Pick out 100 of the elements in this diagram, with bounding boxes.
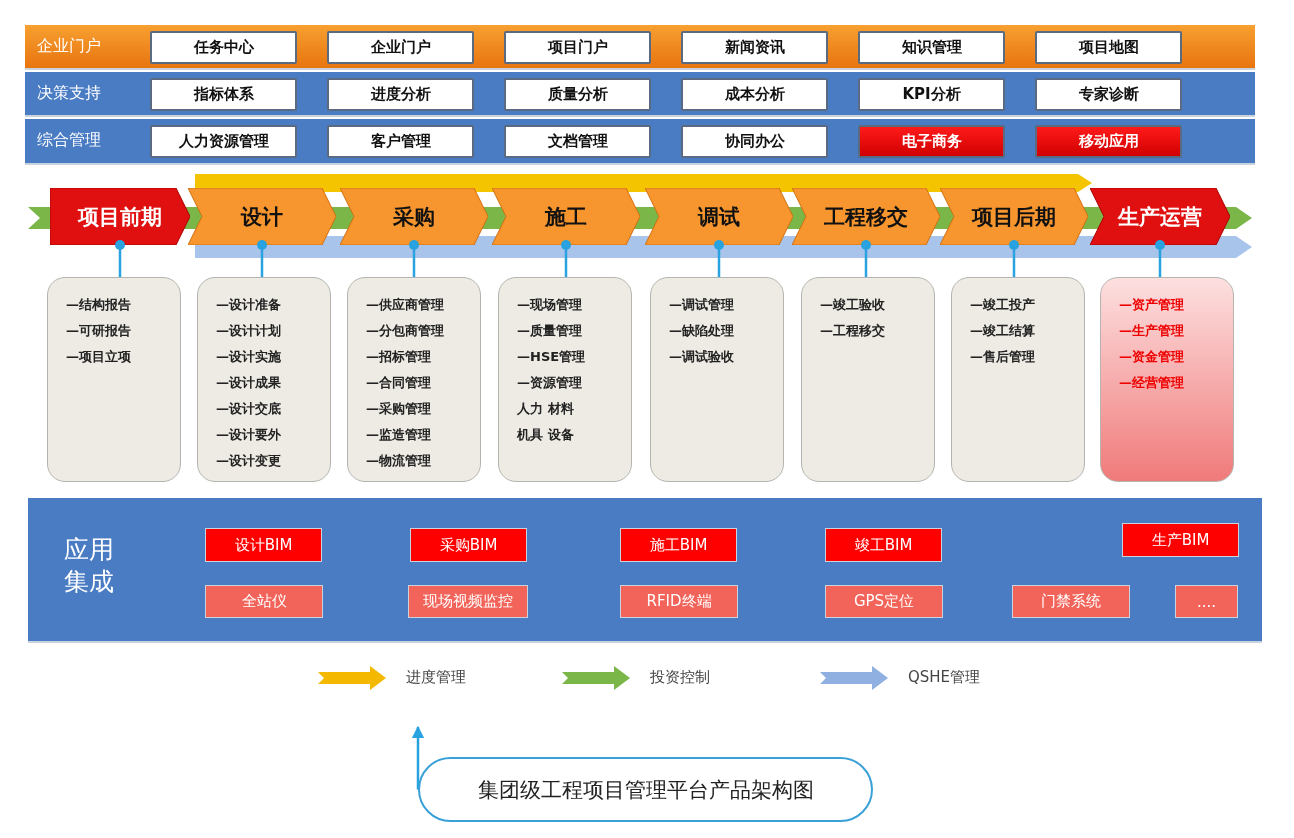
list-item: —缺陷处理 [669, 322, 734, 340]
detail-card [47, 277, 181, 482]
module-button: 客户管理 [327, 125, 474, 158]
list-item: —质量管理 [517, 322, 582, 340]
detail-card [197, 277, 331, 482]
list-item: —竣工验收 [820, 296, 885, 314]
list-item: —设计交底 [216, 400, 281, 418]
connector-line [561, 240, 571, 277]
list-item: —项目立项 [66, 348, 131, 366]
band-label: 决策支持 [37, 83, 101, 104]
band-label: 应用集成 [64, 534, 115, 598]
phase-banner: 调试 [645, 188, 793, 245]
detail-card [1100, 277, 1234, 482]
list-item: —资金管理 [1119, 348, 1184, 366]
connector-line [411, 725, 425, 790]
list-item: —现场管理 [517, 296, 582, 314]
list-item: —工程移交 [820, 322, 885, 340]
app-box: 门禁系统 [1012, 585, 1130, 618]
module-button: 电子商务 [858, 125, 1005, 158]
list-item: —监造管理 [366, 426, 431, 444]
connector-line [257, 240, 267, 277]
detail-card [951, 277, 1085, 482]
app-box: RFID终端 [620, 585, 738, 618]
app-box: 现场视频监控 [408, 585, 528, 618]
module-button: 新闻资讯 [681, 31, 828, 64]
list-item: —物流管理 [366, 452, 431, 470]
list-item: —售后管理 [970, 348, 1035, 366]
module-button: 专家诊断 [1035, 78, 1182, 111]
module-button: KPI分析 [858, 78, 1005, 111]
connector-line [861, 240, 871, 277]
list-item: —采购管理 [366, 400, 431, 418]
list-item: —设计计划 [216, 322, 281, 340]
list-item: —供应商管理 [366, 296, 444, 314]
list-item: —设计变更 [216, 452, 281, 470]
layer-band [25, 72, 1255, 117]
band-label: 企业门户 [37, 36, 101, 57]
integration-panel [28, 498, 1262, 643]
connector-line [115, 240, 125, 277]
phase-banner: 工程移交 [792, 188, 940, 245]
connector-line [1155, 240, 1165, 277]
list-item: —设计实施 [216, 348, 281, 366]
module-button: 知识管理 [858, 31, 1005, 64]
connector-line [714, 240, 724, 277]
list-item: —调试验收 [669, 348, 734, 366]
list-item: —设计成果 [216, 374, 281, 392]
module-button: 人力资源管理 [150, 125, 297, 158]
app-box: GPS定位 [825, 585, 943, 618]
legend-text: 投资控制 [650, 668, 710, 687]
list-item: —招标管理 [366, 348, 431, 366]
module-button: 指标体系 [150, 78, 297, 111]
list-item: 人力 材料 [517, 400, 574, 418]
list-item: —HSE管理 [517, 348, 586, 366]
detail-card [650, 277, 784, 482]
module-button: 项目门户 [504, 31, 651, 64]
phase-banner: 设计 [188, 188, 336, 245]
module-button: 企业门户 [327, 31, 474, 64]
caption-pill: 集团级工程项目管理平台产品架构图 [418, 757, 873, 822]
phase-banner: 项目前期 [50, 188, 190, 245]
legend-text: 进度管理 [406, 668, 466, 687]
layer-band [25, 25, 1255, 70]
app-box: 采购BIM [410, 528, 527, 562]
list-item: —可研报告 [66, 322, 131, 340]
module-button: 质量分析 [504, 78, 651, 111]
phase-banner: 采购 [340, 188, 488, 245]
list-item: —竣工投产 [970, 296, 1035, 314]
detail-card [498, 277, 632, 482]
connector-line [409, 240, 419, 277]
module-button: 任务中心 [150, 31, 297, 64]
phase-banner: 生产运营 [1090, 188, 1230, 245]
connector-line [1009, 240, 1019, 277]
app-box: 生产BIM [1122, 523, 1239, 557]
list-item: —结构报告 [66, 296, 131, 314]
module-button: 文档管理 [504, 125, 651, 158]
app-box: 全站仪 [205, 585, 323, 618]
list-item: —资产管理 [1119, 296, 1184, 314]
app-box: 设计BIM [205, 528, 322, 562]
legend-text: QSHE管理 [908, 668, 981, 687]
list-item: —竣工结算 [970, 322, 1035, 340]
app-box: 施工BIM [620, 528, 737, 562]
list-item: —设计准备 [216, 296, 281, 314]
list-item: —设计要外 [216, 426, 281, 444]
phase-banner: 施工 [492, 188, 640, 245]
list-item: —生产管理 [1119, 322, 1184, 340]
module-button: 协同办公 [681, 125, 828, 158]
app-box: 竣工BIM [825, 528, 942, 562]
app-box: .... [1175, 585, 1238, 618]
list-item: —分包商管理 [366, 322, 444, 340]
module-button: 进度分析 [327, 78, 474, 111]
layer-band [25, 119, 1255, 165]
detail-card [801, 277, 935, 482]
list-item: —合同管理 [366, 374, 431, 392]
list-item: 机具 设备 [517, 426, 574, 444]
module-button: 项目地图 [1035, 31, 1182, 64]
detail-card [347, 277, 481, 482]
list-item: —经营管理 [1119, 374, 1184, 392]
list-item: —资源管理 [517, 374, 582, 392]
band-label: 综合管理 [37, 130, 101, 151]
list-item: —调试管理 [669, 296, 734, 314]
phase-banner: 项目后期 [940, 188, 1088, 245]
module-button: 成本分析 [681, 78, 828, 111]
